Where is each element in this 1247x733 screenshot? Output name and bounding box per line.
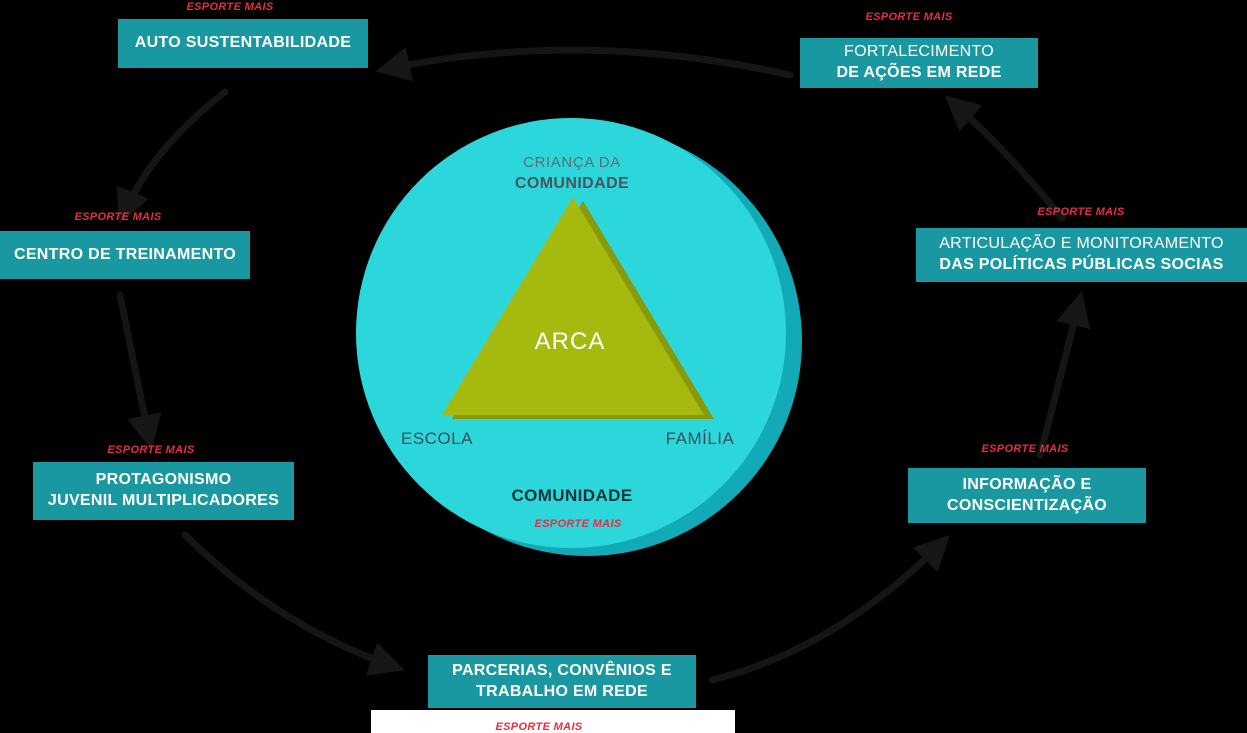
esporte-mais-tag-5: ESPORTE MAIS — [107, 444, 195, 456]
box-label: PROTAGONISMO — [95, 471, 232, 489]
esporte-mais-tag-6: ESPORTE MAIS — [981, 443, 1069, 455]
box-label: TRABALHO EM REDE — [476, 682, 648, 700]
box-articulacao-monitoramento: ARTICULAÇÃO E MONITORAMENTO DAS POLÍTICA… — [916, 228, 1247, 282]
esporte-mais-tag-7: ESPORTE MAIS — [495, 721, 583, 733]
box-label: FORTALECIMENTO — [844, 43, 994, 61]
box-parcerias-convenios: PARCERIAS, CONVÊNIOS E TRABALHO EM REDE — [428, 655, 696, 708]
esporte-mais-circle-tag: ESPORTE MAIS — [534, 518, 622, 530]
esporte-mais-tag-1: ESPORTE MAIS — [186, 1, 274, 13]
box-label: INFORMAÇÃO E — [962, 475, 1092, 493]
esporte-mais-tag-2: ESPORTE MAIS — [865, 11, 953, 23]
crianca-da-label: CRIANÇA DA — [523, 154, 621, 171]
arrow-box2-to-box1 — [375, 46, 794, 82]
box-label: CENTRO DE TREINAMENTO — [13, 245, 236, 263]
arrow-box1-to-box3 — [116, 88, 229, 225]
box-label: JUVENIL MULTIPLICADORES — [47, 492, 280, 509]
box-protagonismo-juvenil: PROTAGONISMO JUVENIL MULTIPLICADORES — [33, 462, 294, 520]
arrow-box4-to-box2 — [944, 95, 1066, 222]
arrow-box7-to-box6 — [708, 535, 950, 684]
arrow-box6-to-box4 — [1036, 291, 1091, 459]
arrow-box3-to-box5 — [116, 291, 162, 450]
comunidade-top-label: COMUNIDADE — [514, 175, 630, 193]
box-label: ARTICULAÇÃO E MONITORAMENTO — [939, 235, 1224, 253]
circle-top-label: CRIANÇA DA COMUNIDADE — [515, 153, 629, 195]
box-auto-sustentabilidade: AUTO SUSTENTABILIDADE — [118, 19, 368, 68]
escola-label: ESCOLA — [401, 429, 473, 448]
comunidade-bottom-label: COMUNIDADE — [511, 486, 633, 505]
esporte-mais-tag-3: ESPORTE MAIS — [74, 211, 162, 223]
box-centro-de-treinamento: CENTRO DE TREINAMENTO — [0, 231, 250, 279]
esporte-mais-tag-4: ESPORTE MAIS — [1037, 206, 1125, 218]
bottom-white-strip — [371, 710, 735, 733]
box-fortalecimento-acoes-rede: FORTALECIMENTO DE AÇÕES EM REDE — [800, 38, 1038, 88]
box-label: AUTO SUSTENTABILIDADE — [134, 34, 352, 52]
arca-label: ARCA — [534, 328, 606, 355]
box-label: PARCERIAS, CONVÊNIOS E — [452, 661, 672, 679]
box-label: DAS POLÍTICAS PÚBLICAS SOCIAS — [939, 256, 1224, 273]
box-label: DE AÇÕES EM REDE — [836, 64, 1002, 81]
box-label: CONSCIENTIZAÇÃO — [946, 496, 1108, 514]
arrow-box5-to-box7 — [181, 531, 405, 676]
box-informacao-conscientizacao: INFORMAÇÃO E CONSCIENTIZAÇÃO — [908, 468, 1146, 523]
familia-label: FAMÍLIA — [665, 429, 735, 448]
